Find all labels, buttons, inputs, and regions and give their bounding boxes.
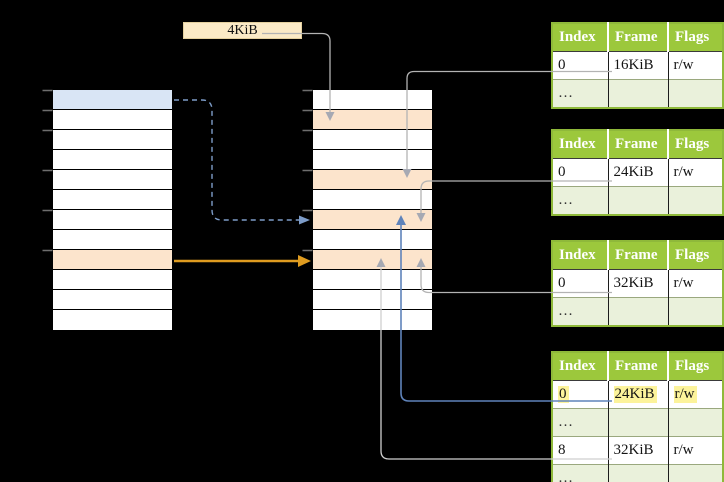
cell-frame (607, 79, 668, 108)
cell-index: … (552, 464, 608, 482)
column-header-flags: Flags (667, 352, 723, 381)
column-header-frame: Frame (607, 352, 668, 381)
virtual-page-row (53, 250, 172, 270)
cell-index: 0 (552, 269, 608, 298)
column-header-index: Index (552, 352, 608, 381)
cell-frame: 24KiB (607, 380, 668, 409)
cell-frame: 16KiB (607, 51, 668, 80)
physical-frame-row (313, 110, 432, 130)
table-row: … (552, 408, 723, 437)
cell-flags (667, 186, 723, 215)
highlighted-value: 0 (558, 386, 569, 403)
physical-frame-row (313, 130, 432, 150)
cell-frame: 24KiB (607, 158, 668, 187)
connector-virtual-page-dashed-line (174, 99, 299, 221)
virtual-page-row (53, 290, 172, 310)
column-header-index: Index (552, 130, 608, 159)
cell-index: 0 (552, 51, 608, 80)
cell-index: … (552, 79, 608, 108)
virtual-page-row (53, 210, 172, 230)
cell-frame: 32KiB (607, 269, 668, 298)
cell-flags: r/w (667, 269, 723, 298)
cell-flags: r/w (667, 436, 723, 465)
arrow-right-icon (298, 255, 311, 267)
virtual-page-row (53, 190, 172, 210)
physical-frame-row (313, 270, 432, 290)
virtual-page-row (53, 270, 172, 290)
cell-flags (667, 408, 723, 437)
virtual-page-row (53, 110, 172, 130)
physical-frame-row (313, 150, 432, 170)
cell-flags: r/w (667, 51, 723, 80)
cell-frame (607, 186, 668, 215)
physical-frame-row (313, 290, 432, 310)
cell-frame (607, 408, 668, 437)
cell-index: 8 (552, 436, 608, 465)
physical-frame-row (313, 250, 432, 270)
table-row: 0 24KiB r/w (552, 380, 723, 409)
virtual-page-row (53, 130, 172, 150)
cell-flags (667, 464, 723, 482)
column-header-frame: Frame (607, 130, 668, 159)
cell-flags: r/w (667, 158, 723, 187)
physical-frame-row (313, 210, 432, 230)
column-header-flags: Flags (667, 130, 723, 159)
table-row: … (552, 297, 723, 326)
physical-frame-row (313, 310, 432, 330)
virtual-page-row (53, 150, 172, 170)
physical-frame-row (313, 170, 432, 190)
table-row: … (552, 186, 723, 215)
physical-frame-row (313, 90, 432, 110)
cell-index: 0 (552, 380, 608, 409)
column-header-index: Index (552, 23, 608, 52)
cell-frame: 32KiB (607, 436, 668, 465)
table-row: … (552, 79, 723, 108)
virtual-page-row (53, 90, 172, 110)
cell-index: 0 (552, 158, 608, 187)
cell-index: … (552, 297, 608, 326)
cell-index: … (552, 186, 608, 215)
page-size-label-text: 4KiB (227, 23, 258, 38)
highlighted-value: 24KiB (613, 386, 657, 403)
table-row: … (552, 464, 723, 482)
column-header-flags: Flags (667, 241, 723, 270)
cell-index: … (552, 408, 608, 437)
arrow-right-icon (299, 215, 310, 225)
cell-frame (607, 297, 668, 326)
cell-flags: r/w (667, 380, 723, 409)
column-header-flags: Flags (667, 23, 723, 52)
virtual-memory-column (52, 89, 173, 331)
page-size-label: 4KiB (183, 22, 302, 39)
virtual-page-row (53, 170, 172, 190)
column-header-frame: Frame (607, 241, 668, 270)
column-header-frame: Frame (607, 23, 668, 52)
highlighted-value: r/w (673, 386, 697, 403)
cell-flags (667, 297, 723, 326)
virtual-page-row (53, 310, 172, 330)
physical-frame-row (313, 190, 432, 210)
physical-memory-column (312, 89, 433, 331)
virtual-page-row (53, 230, 172, 250)
physical-frame-row (313, 230, 432, 250)
cell-frame (607, 464, 668, 482)
column-header-index: Index (552, 241, 608, 270)
cell-flags (667, 79, 723, 108)
